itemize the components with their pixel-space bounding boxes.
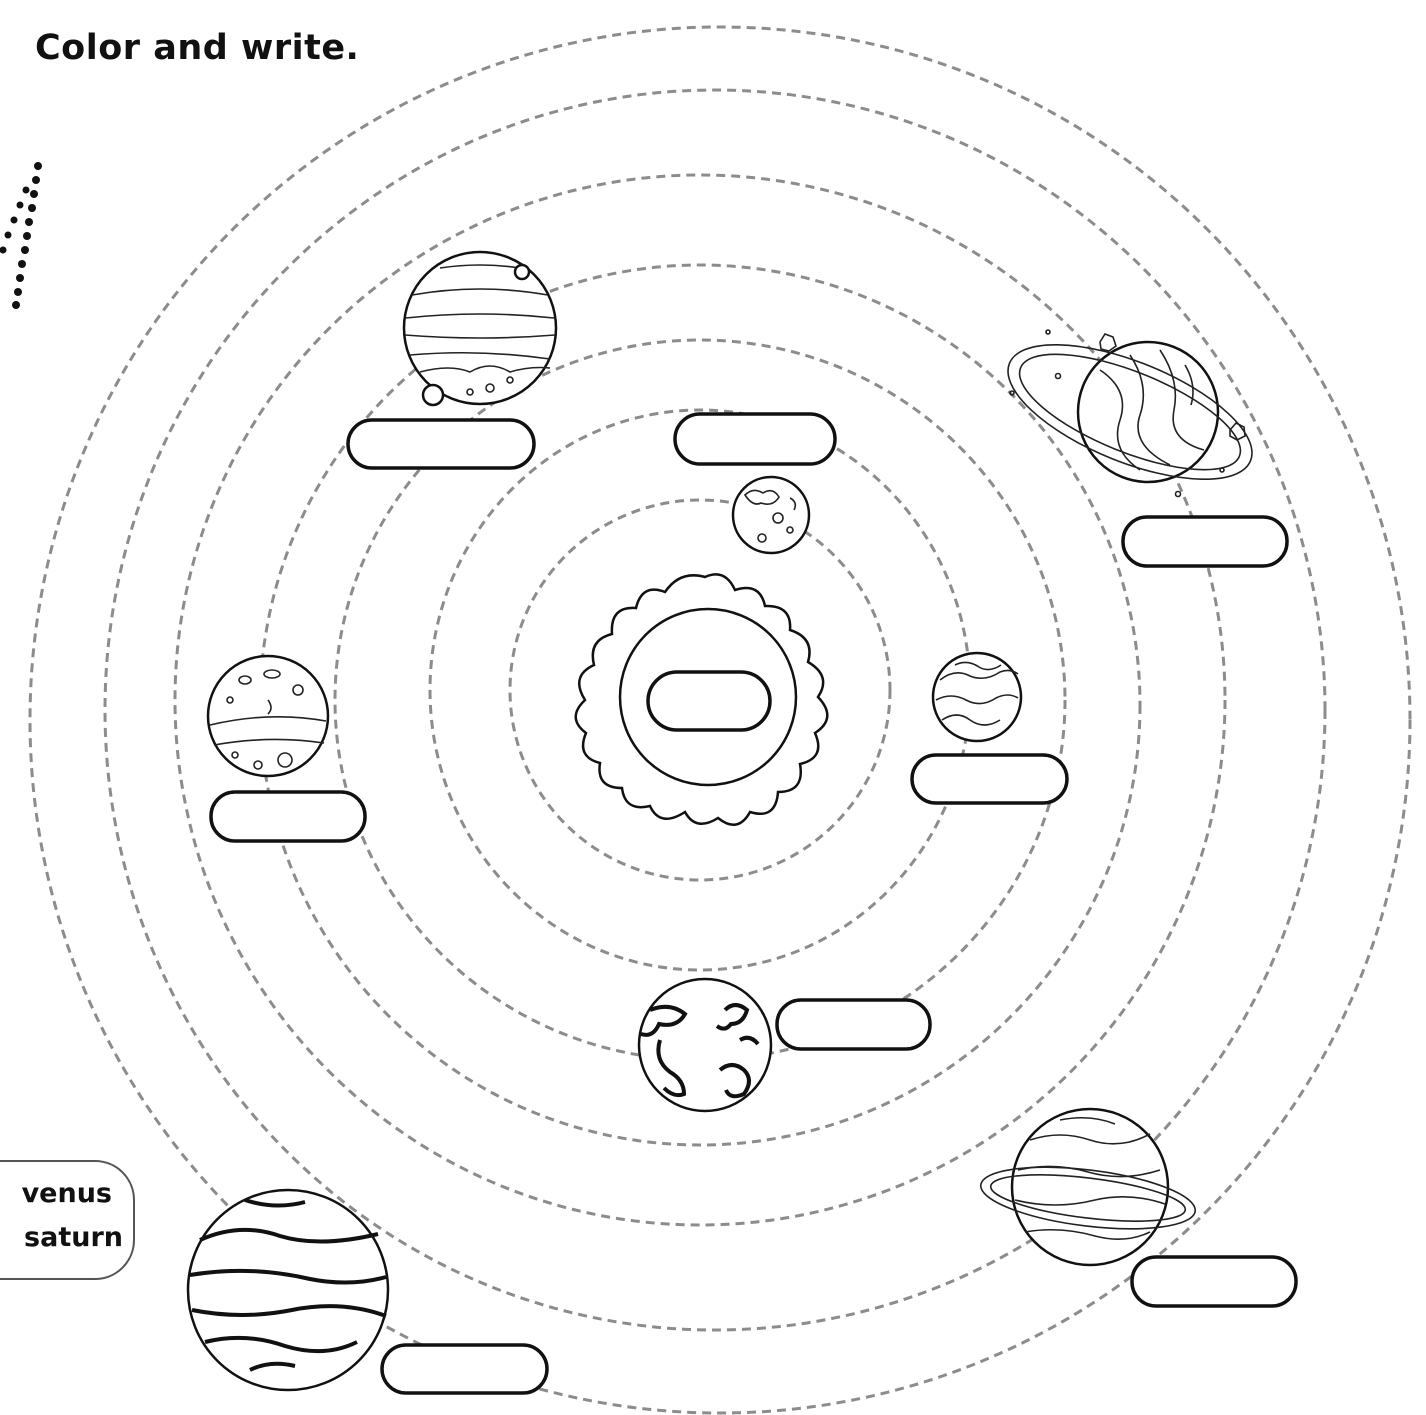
label-box-sun[interactable]	[648, 672, 770, 730]
label-box-mars[interactable]	[211, 792, 365, 841]
uranus-icon	[977, 1109, 1198, 1265]
label-box-venus[interactable]	[912, 755, 1067, 803]
page-title: Color and write.	[35, 28, 359, 68]
venus-icon	[933, 653, 1021, 741]
label-box-earth[interactable]	[777, 1000, 930, 1049]
saturn-icon	[991, 317, 1270, 507]
word-bank-item: saturn	[24, 1222, 123, 1253]
label-box-mercury[interactable]	[675, 414, 835, 464]
mars-icon	[208, 656, 328, 776]
label-box-jupiter[interactable]	[348, 420, 534, 468]
word-bank-item: venus	[22, 1178, 112, 1209]
label-box-saturn[interactable]	[1123, 517, 1287, 566]
dotted-trail	[0, 162, 42, 309]
jupiter-icon	[404, 252, 556, 405]
label-box-neptune[interactable]	[382, 1345, 547, 1393]
word-bank: venus saturn	[0, 1160, 135, 1280]
earth-icon	[639, 979, 771, 1111]
mercury-icon	[733, 477, 809, 553]
neptune-icon	[188, 1190, 388, 1390]
label-box-uranus[interactable]	[1132, 1257, 1296, 1306]
